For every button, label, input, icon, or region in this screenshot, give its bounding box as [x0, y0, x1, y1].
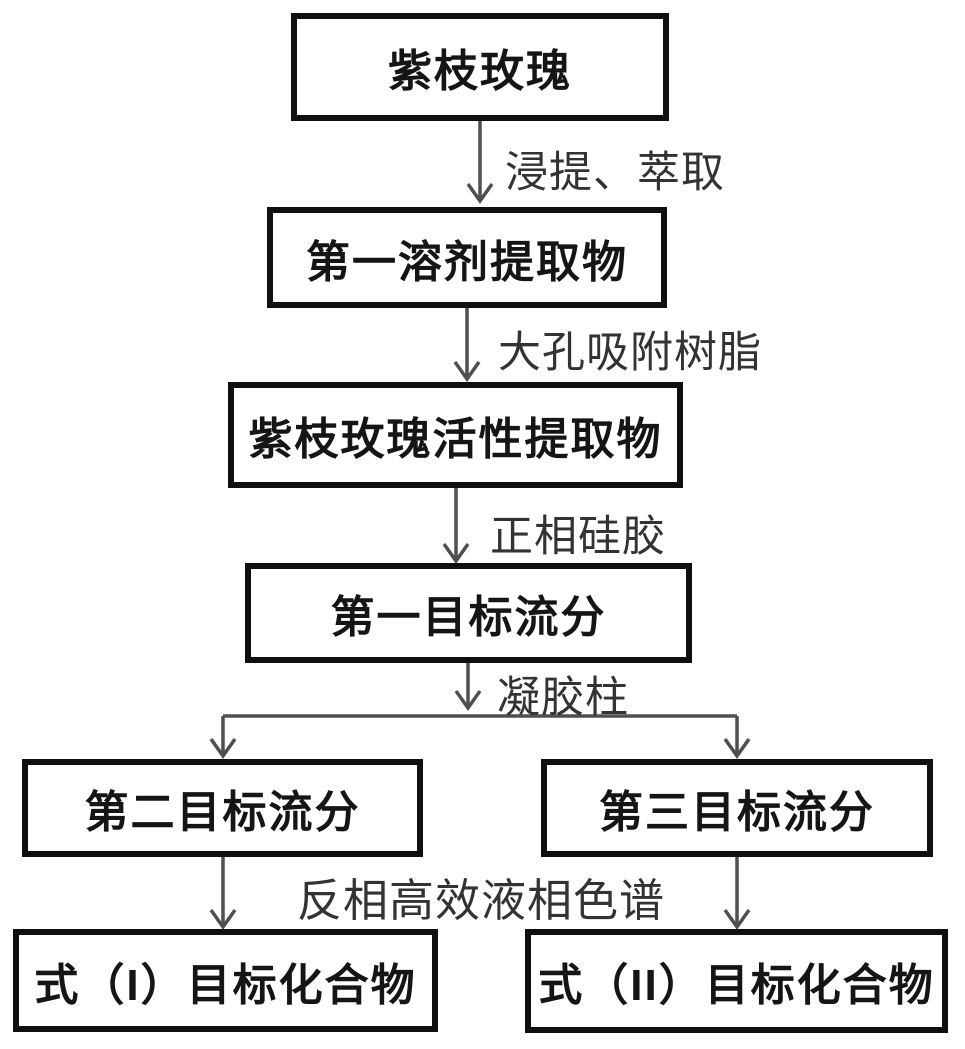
- node-first-solvent-extract: 第一溶剂提取物: [267, 207, 667, 308]
- edge-label-macroporous-resin: 大孔吸附树脂: [498, 329, 762, 377]
- edge-label-normal-phase-silica: 正相硅胶: [490, 513, 666, 561]
- node-formula-ii-compound: 式（II）目标化合物: [525, 929, 948, 1033]
- arrow-head-4: [454, 689, 482, 712]
- arrow-head-5: [209, 908, 237, 931]
- node-first-target-fraction: 第一目标流分: [245, 563, 692, 663]
- node-second-target-fraction: 第二目标流分: [22, 759, 423, 857]
- edge-label-reversed-phase-hplc: 反相高效液相色谱: [297, 875, 666, 926]
- split-left-head: [209, 737, 237, 760]
- arrow-head-3: [442, 542, 470, 565]
- node-third-target-fraction: 第三目标流分: [541, 759, 933, 857]
- edge-label-gel-column: 凝胶柱: [497, 674, 629, 722]
- node-active-extract: 紫枝玫瑰活性提取物: [228, 382, 683, 488]
- split-right-head: [723, 737, 751, 760]
- arrow-head-1: [466, 182, 494, 205]
- edge-label-soak-extract: 浸提、萃取: [505, 149, 725, 197]
- node-formula-i-compound: 式（I）目标化合物: [13, 929, 438, 1032]
- arrow-head-2: [453, 360, 481, 383]
- arrow-head-6: [723, 908, 751, 931]
- node-rose: 紫枝玫瑰: [291, 13, 669, 121]
